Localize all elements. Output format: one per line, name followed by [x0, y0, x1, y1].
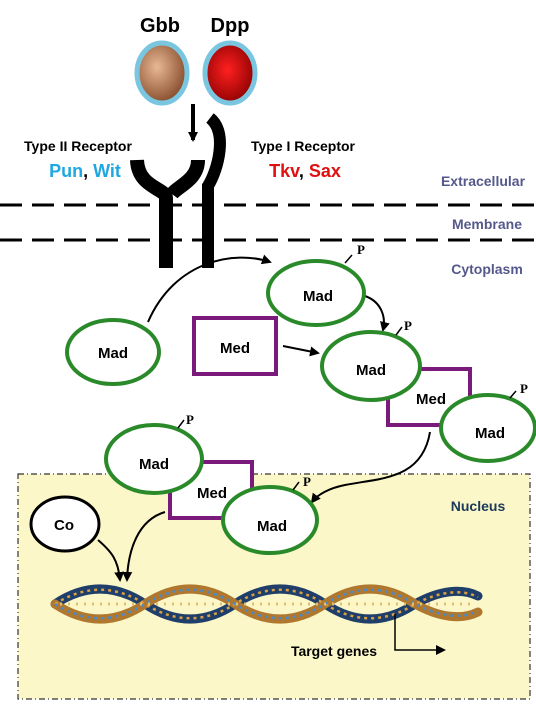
complex-mad-2-phosphate-bond [509, 390, 517, 399]
gbb-label: Gbb [140, 15, 180, 37]
mad-phosphorylated-label: Mad [303, 288, 333, 305]
co-to-dna-arrow [97, 539, 125, 582]
complex-mad-1-label: Mad [356, 362, 386, 379]
tkv-label: Tkv [269, 161, 300, 181]
complex-to-dna-arrow [122, 511, 166, 582]
type1-receptor-names: Tkv, Sax [269, 161, 341, 181]
dna-helix [50, 584, 483, 624]
mad-unphosphorylated [65, 318, 161, 386]
target-genes-label: Target genes [291, 643, 377, 659]
med-free [192, 316, 278, 376]
nuclear-complex-med-label: Med [197, 485, 227, 502]
dpp-label: Dpp [211, 15, 250, 37]
complex-mad-2 [439, 393, 536, 463]
mad-phosphorylated [266, 259, 366, 327]
med-free-label: Med [220, 340, 250, 357]
pun-label: Pun [49, 161, 83, 181]
complex-mad-2-phosphate: P [520, 381, 528, 396]
type1-separator: , [299, 161, 309, 181]
cofactor-label: Co [54, 517, 74, 534]
type2-receptor-title: Type II Receptor [24, 138, 132, 154]
type2-separator: , [83, 161, 93, 181]
gbb-ligand [134, 40, 190, 106]
med-to-complex-arrow [282, 345, 320, 357]
type1-receptor-title: Type I Receptor [251, 138, 356, 154]
nuclear-mad-2-phosphate: P [303, 474, 311, 489]
type2-receptor-arm [166, 159, 205, 199]
type2-receptor-names: Pun, Wit [49, 161, 121, 181]
nuclear-mad-2 [221, 485, 319, 555]
nuclear-mad-1-phosphate: P [186, 412, 194, 427]
nuclear-mad-1-label: Mad [139, 456, 169, 473]
phosphate-bond [344, 254, 353, 264]
cofactor [29, 495, 101, 553]
membrane-label: Membrane [452, 216, 522, 232]
nuclear-mad-2-phosphate-bond [292, 481, 300, 491]
sax-label: Sax [309, 161, 341, 181]
complex-mad-1 [320, 330, 422, 402]
nuclear-mad-1 [104, 423, 204, 495]
extracellular-label: Extracellular [441, 173, 526, 189]
nuclear-entry-arrow [310, 431, 431, 504]
wit-label: Wit [93, 161, 121, 181]
nucleus-label: Nucleus [451, 498, 506, 514]
nuclear-mad-1-phosphate-bond [177, 419, 185, 429]
complex-mad-2-label: Mad [475, 425, 505, 442]
nuclear-mad-2-label: Mad [257, 518, 287, 535]
type1-receptor [202, 113, 226, 268]
phosphate-label: P [357, 242, 365, 257]
complex-med-label: Med [416, 391, 446, 408]
phosphorylation-arrow [147, 254, 272, 323]
complex-mad-1-phosphate-bond [395, 326, 403, 336]
type2-receptor [130, 159, 173, 268]
cytoplasm-label: Cytoplasm [451, 261, 523, 277]
dpp-ligand [202, 40, 258, 106]
mad-unphosphorylated-label: Mad [98, 345, 128, 362]
complex-mad-1-phosphate: P [404, 318, 412, 333]
mad-to-complex-arrow [364, 295, 390, 332]
target-genes-arrow [394, 614, 446, 655]
